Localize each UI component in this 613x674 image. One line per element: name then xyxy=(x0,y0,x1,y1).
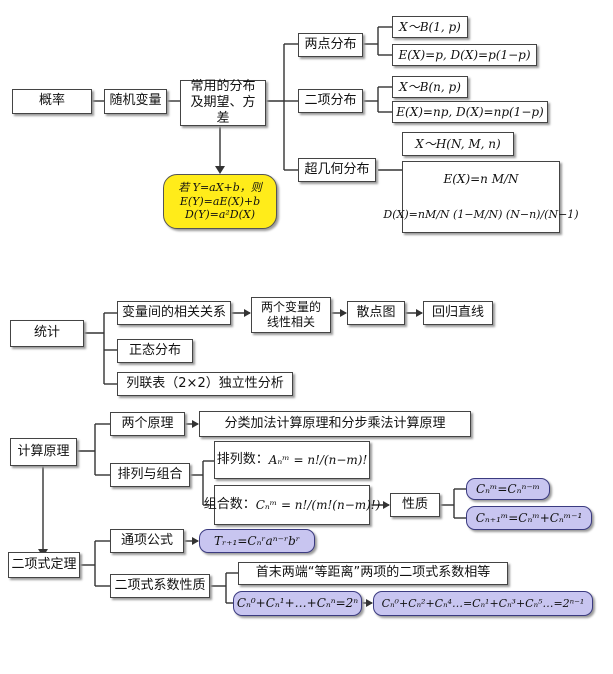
permutation-count-node: 排列数： Aₙᵐ = n!/(n−m)! xyxy=(214,441,370,479)
combination-count-node: 组合数： Cₙᵐ = n!/(m!(n−m)!) xyxy=(204,485,380,525)
binomial-formula-2: E(X)=np, D(X)=np(1−p) xyxy=(392,101,548,123)
scatter-plot-node: 散点图 xyxy=(347,301,405,325)
binomial-coefficient-property-node: 二项式系数性质 xyxy=(110,574,210,598)
alternating-sum-formula: Cₙ⁰+Cₙ²+Cₙ⁴…=Cₙ¹+Cₙ³+Cₙ⁵…=2ⁿ⁻¹ xyxy=(373,591,593,616)
permutation-formula: Aₙᵐ = n!/(n−m)! xyxy=(268,452,368,467)
normal-distribution-node: 正态分布 xyxy=(117,339,193,363)
general-term-formula: Tᵣ₊₁=Cₙʳaⁿ⁻ʳbʳ xyxy=(199,529,315,553)
combination-formula: Cₙᵐ = n!/(m!(n−m)!) xyxy=(255,497,381,512)
hypergeometric-expectation: E(X)=n M/N xyxy=(443,172,519,187)
two-point-distribution-label: 两点分布 xyxy=(304,36,357,52)
statistics-root: 统计 xyxy=(10,320,84,347)
addition-multiplication-principle-node: 分类加法计算原理和分步乘法计算原理 xyxy=(199,411,471,437)
binomial-formula-1: X～B(n, p) xyxy=(392,76,468,98)
hypergeometric-label: 超几何分布 xyxy=(304,161,370,177)
binomial-distribution-label: 二项分布 xyxy=(304,92,357,108)
common-distributions-label: 常用的分布及期望、方差 xyxy=(190,78,256,127)
correlation-node: 变量间的相关关系 xyxy=(117,301,231,325)
contingency-table-node: 列联表（2×2）独立性分析 xyxy=(117,372,293,396)
two-point-distribution-node: 两点分布 xyxy=(298,33,363,57)
probability-root: 概率 xyxy=(12,89,92,114)
two-principles-node: 两个原理 xyxy=(110,412,185,436)
coefficient-sum-formula: Cₙ⁰+Cₙ¹+…+Cₙⁿ=2ⁿ xyxy=(233,591,362,616)
equal-distance-property-node: 首末两端“等距离”两项的二项式系数相等 xyxy=(238,562,508,585)
linear-correlation-node: 两个变量的线性相关 xyxy=(251,297,331,333)
general-term-node: 通项公式 xyxy=(110,529,184,553)
common-distributions-node: 常用的分布及期望、方差 xyxy=(180,78,266,127)
hypergeometric-formula-box: E(X)=n M/N D(X)=nM/N (1−M/N) (N−n)/(N−1) xyxy=(383,161,579,233)
hypergeometric-node: 超几何分布 xyxy=(298,158,376,182)
random-variable-label: 随机变量 xyxy=(109,93,162,109)
regression-line-node: 回归直线 xyxy=(423,301,493,325)
combination-symmetry-property: Cₙᵐ=Cₙⁿ⁻ᵐ xyxy=(466,478,550,500)
permutation-combination-node: 排列与组合 xyxy=(110,463,190,487)
linear-transform-note: 若 Y=aX+b，则 E(Y)=aE(X)+b D(Y)=a²D(X) xyxy=(163,174,277,229)
counting-principle-root: 计算原理 xyxy=(10,438,77,466)
binomial-theorem-root: 二项式定理 xyxy=(8,552,80,578)
property-node: 性质 xyxy=(390,493,440,517)
probability-root-label: 概率 xyxy=(38,93,65,109)
two-point-formula-1: X～B(1, p) xyxy=(392,16,468,38)
hypergeometric-formula-1: X～H(N, M, n) xyxy=(402,132,514,156)
hypergeometric-variance: D(X)=nM/N (1−M/N) (N−n)/(N−1) xyxy=(383,207,579,221)
binomial-distribution-node: 二项分布 xyxy=(298,89,363,113)
pascal-identity-property: Cₙ₊₁ᵐ=Cₙᵐ+Cₙᵐ⁻¹ xyxy=(466,506,592,530)
two-point-formula-2: E(X)=p, D(X)=p(1−p) xyxy=(392,44,537,66)
random-variable-node: 随机变量 xyxy=(104,89,167,114)
